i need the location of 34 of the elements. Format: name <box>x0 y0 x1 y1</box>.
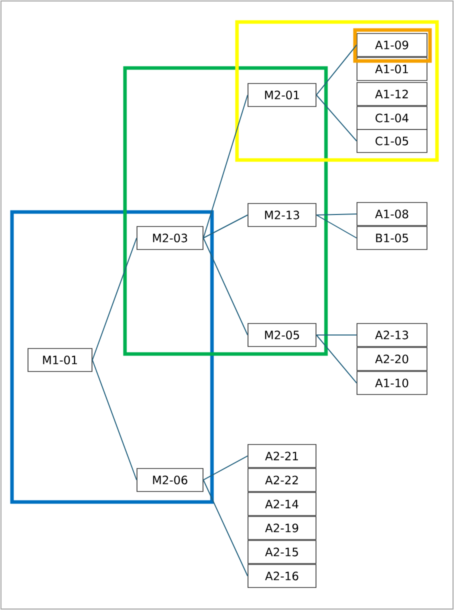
label-box: A1-09 <box>356 33 428 57</box>
connector-line <box>316 214 358 238</box>
label-box: C1-05 <box>356 129 428 153</box>
connector-line <box>92 238 138 360</box>
label-box: A2-14 <box>248 492 316 516</box>
label-box: B1-05 <box>356 226 428 250</box>
label-box: M2-03 <box>136 226 204 250</box>
label-box: A1-10 <box>356 371 428 395</box>
connector-line <box>316 334 358 336</box>
label-box: M1-01 <box>28 348 92 372</box>
connector-line <box>92 360 138 480</box>
label-box: A2-13 <box>356 323 428 347</box>
label-box: C1-04 <box>356 106 428 130</box>
label-box: A2-22 <box>248 468 316 492</box>
connector-line <box>202 480 248 576</box>
label-box: M2-13 <box>248 203 316 227</box>
connector-line <box>202 94 248 238</box>
label-box: A2-21 <box>248 444 316 468</box>
connector-line <box>202 214 248 238</box>
connector-line <box>316 214 358 216</box>
connector-line <box>202 238 248 336</box>
connector-line <box>316 44 358 96</box>
label-box: M2-06 <box>136 468 204 492</box>
label-box: A1-12 <box>356 82 428 106</box>
label-box: A2-16 <box>248 564 316 588</box>
label-box: M2-01 <box>248 83 316 107</box>
label-box: A2-20 <box>356 347 428 371</box>
label-box: A2-15 <box>248 540 316 564</box>
connector-line <box>202 456 248 480</box>
label-box: M2-05 <box>248 323 316 347</box>
connector-line <box>316 334 358 384</box>
label-box: A1-08 <box>356 202 428 226</box>
connector-line <box>316 94 358 142</box>
label-box: A2-19 <box>248 516 316 540</box>
